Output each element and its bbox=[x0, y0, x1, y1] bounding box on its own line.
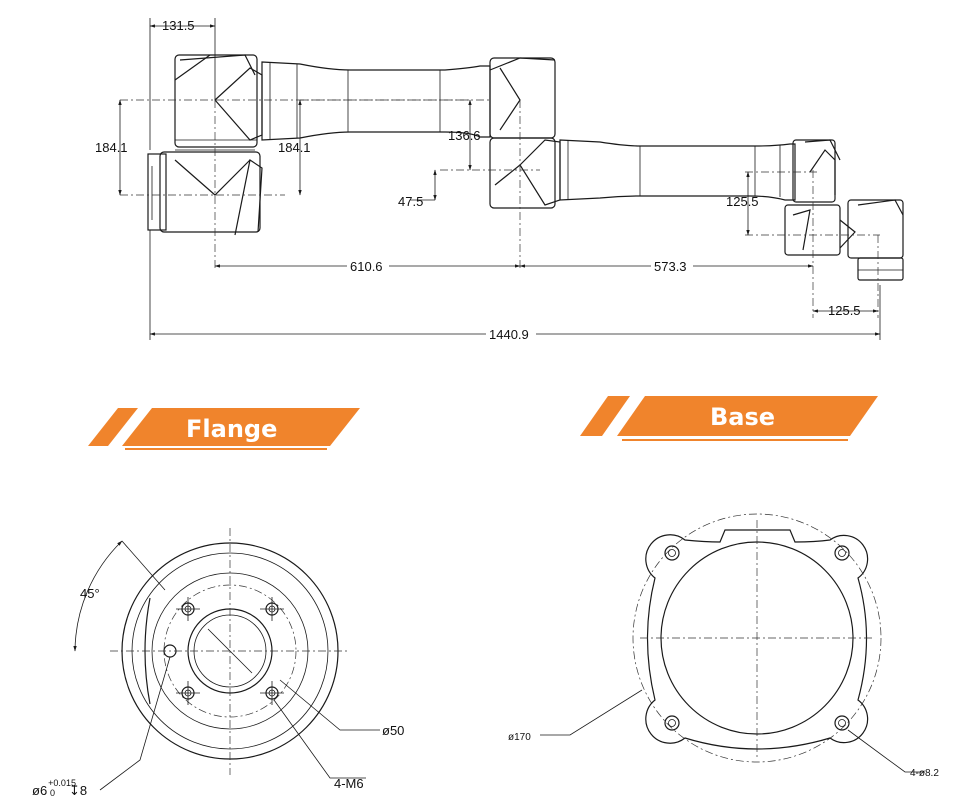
flange-bolt-label: 4-M6 bbox=[334, 776, 364, 791]
base-drawing: ø170 4-ø8.2 bbox=[508, 513, 939, 779]
dimensions: 131.5 184.1 184.1 136.6 47.5 125.5 610.6 bbox=[95, 18, 881, 342]
dim-125-5-wrist: 125.5 bbox=[726, 194, 759, 209]
shoulder-joint bbox=[174, 54, 263, 148]
dim-136-6: 136.6 bbox=[448, 128, 481, 143]
banner-stripe bbox=[580, 396, 630, 436]
banner-bar bbox=[617, 396, 878, 436]
dim-131-5: 131.5 bbox=[162, 18, 195, 33]
dim-573-3: 573.3 bbox=[654, 259, 687, 274]
flange-diameter-label: ø50 bbox=[382, 723, 404, 738]
flange-title: Flange bbox=[186, 415, 277, 443]
base-joint bbox=[147, 149, 263, 236]
wrist-joints bbox=[784, 139, 904, 281]
base-diameter-label: ø170 bbox=[508, 732, 531, 743]
dim-184-1-left: 184.1 bbox=[95, 140, 128, 155]
base-title: Base bbox=[710, 403, 775, 431]
base-hole-label: 4-ø8.2 bbox=[910, 768, 939, 779]
banner-bar bbox=[122, 408, 360, 446]
dim-610-6: 610.6 bbox=[350, 259, 383, 274]
dim-125-5-tool: 125.5 bbox=[828, 303, 861, 318]
arm-side-view: 131.5 184.1 184.1 136.6 47.5 125.5 610.6 bbox=[95, 18, 904, 342]
dim-47-5: 47.5 bbox=[398, 194, 423, 209]
elbow-joint bbox=[489, 57, 561, 209]
upper-arm-link bbox=[261, 61, 491, 141]
flange-banner: Flange bbox=[88, 408, 360, 450]
dim-184-1-mid: 184.1 bbox=[278, 140, 311, 155]
dim-1440-9: 1440.9 bbox=[489, 327, 529, 342]
flange-angle-label: 45° bbox=[80, 586, 100, 601]
banner-stripe bbox=[88, 408, 138, 446]
base-holes bbox=[664, 545, 850, 731]
forearm-link bbox=[559, 139, 796, 201]
base-banner: Base bbox=[580, 396, 878, 441]
